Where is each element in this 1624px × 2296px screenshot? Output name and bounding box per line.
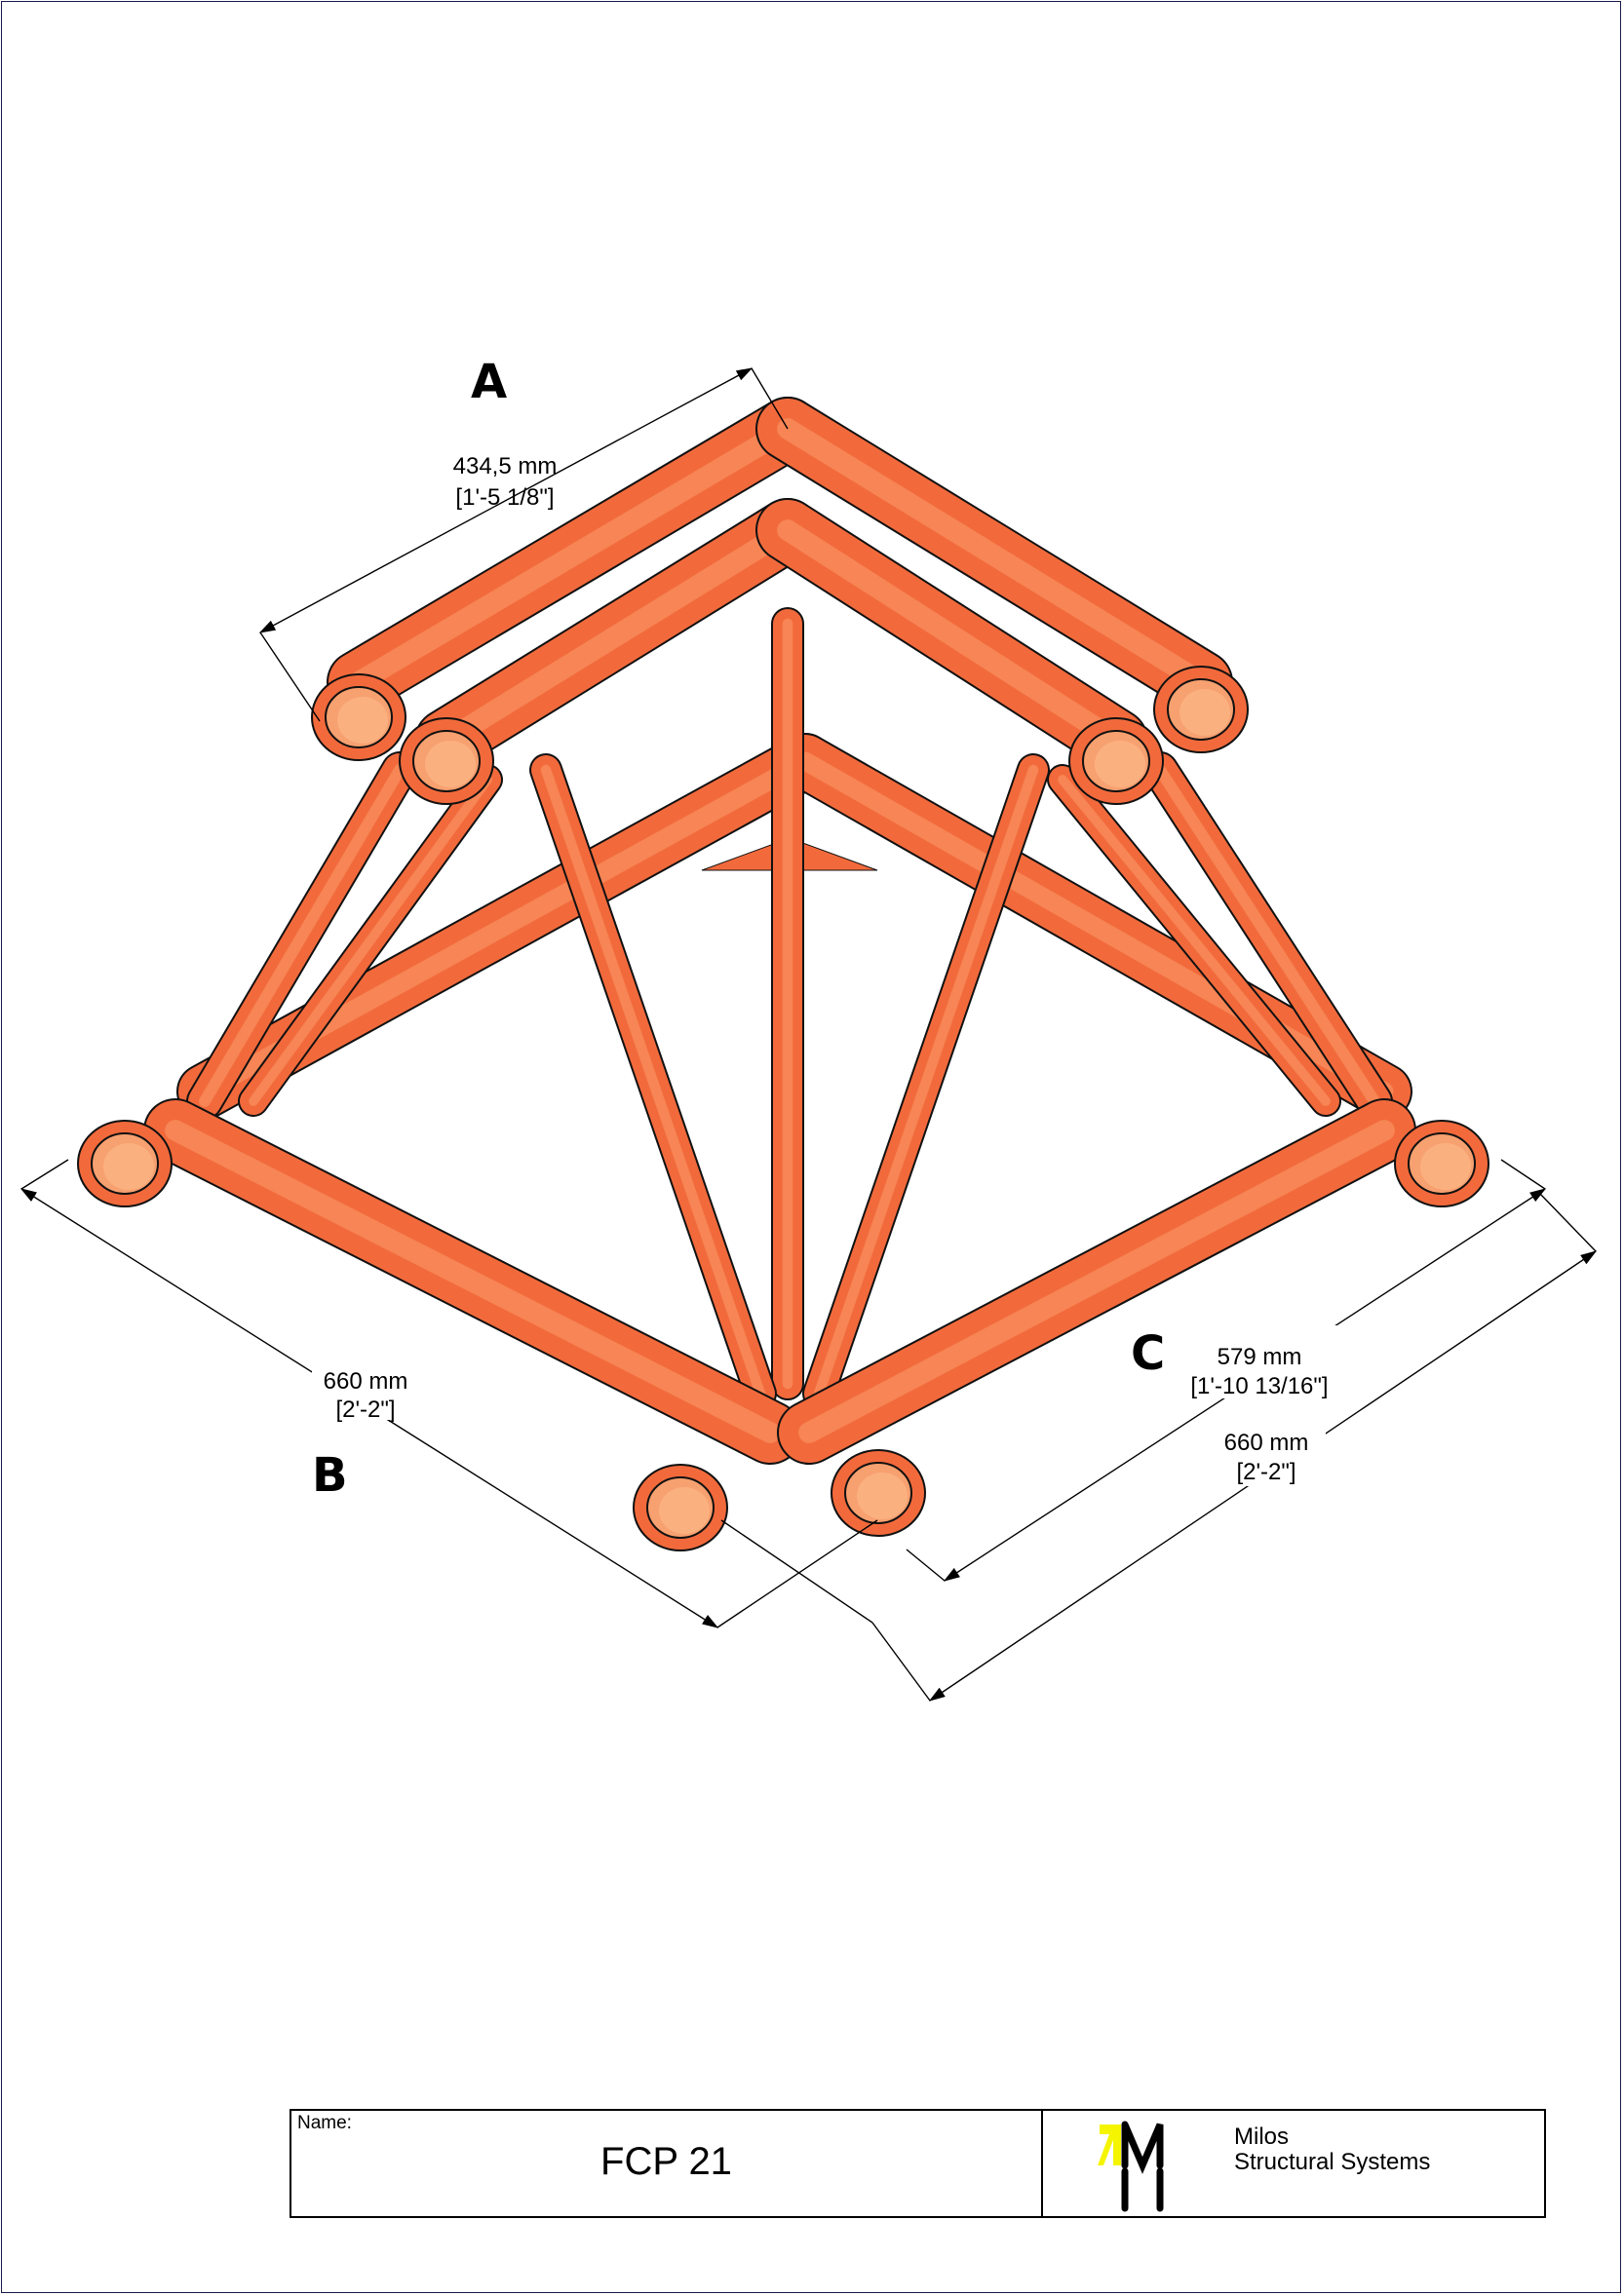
diagonal-right-inner <box>1047 764 1341 1117</box>
dim-c-inner-metric: 579 mm <box>1218 1344 1302 1370</box>
part-name: FCP 21 <box>600 2140 732 2183</box>
dimension-b: B 660 mm [2'-2"] <box>19 1159 878 1628</box>
logo-mark-icon <box>1098 2121 1164 2212</box>
dim-c-outer-imperial: [2'-2"] <box>1236 1459 1295 1485</box>
diagonal-left-inner <box>238 764 503 1117</box>
diagonal-left-outer <box>186 751 418 1120</box>
name-label: Name: <box>297 2113 352 2133</box>
dim-b-imperial: [2'-2"] <box>335 1397 395 1423</box>
top-front-right-chord <box>755 498 1148 773</box>
diagonal-front-right <box>802 753 1050 1410</box>
bottom-left-coupler <box>77 1120 173 1207</box>
label-b: B <box>312 1448 348 1503</box>
dim-a-metric: 434,5 mm <box>453 453 558 479</box>
bottom-right-coupler <box>1394 1120 1489 1207</box>
diagonal-front-left <box>529 753 777 1410</box>
title-block: Name: FCP 21 Milos Structural Systems <box>290 2109 1546 2218</box>
label-a: A <box>471 355 507 409</box>
top-back-left-coupler <box>311 673 406 761</box>
company-name-line2: Structural Systems <box>1234 2149 1431 2175</box>
top-back-right-chord <box>755 397 1233 714</box>
company-logo: Milos Structural Systems <box>1043 2111 1544 2216</box>
bottom-front-right-coupler <box>831 1449 926 1537</box>
top-front-right-coupler <box>1068 717 1164 805</box>
diagonal-right-outer <box>1141 751 1393 1120</box>
dim-a-imperial: [1'-5 1/8"] <box>455 484 554 511</box>
company-name-line1: Milos <box>1234 2124 1290 2150</box>
dimension-a: A 434,5 mm [1'-5 1/8"] <box>258 355 789 722</box>
dim-c-inner-imperial: [1'-10 13/16"] <box>1190 1373 1328 1399</box>
name-cell: Name: FCP 21 <box>291 2111 1043 2216</box>
dim-c-outer-metric: 660 mm <box>1224 1430 1309 1456</box>
top-front-left-coupler <box>399 717 494 805</box>
dimension-c: C 579 mm [1'-10 13/16"] 660 mm [2'-2"] <box>720 1159 1598 1702</box>
label-c: C <box>1131 1326 1165 1381</box>
dim-b-metric: 660 mm <box>324 1368 408 1395</box>
top-back-right-coupler <box>1153 666 1249 753</box>
bottom-front-left-coupler <box>633 1464 728 1551</box>
